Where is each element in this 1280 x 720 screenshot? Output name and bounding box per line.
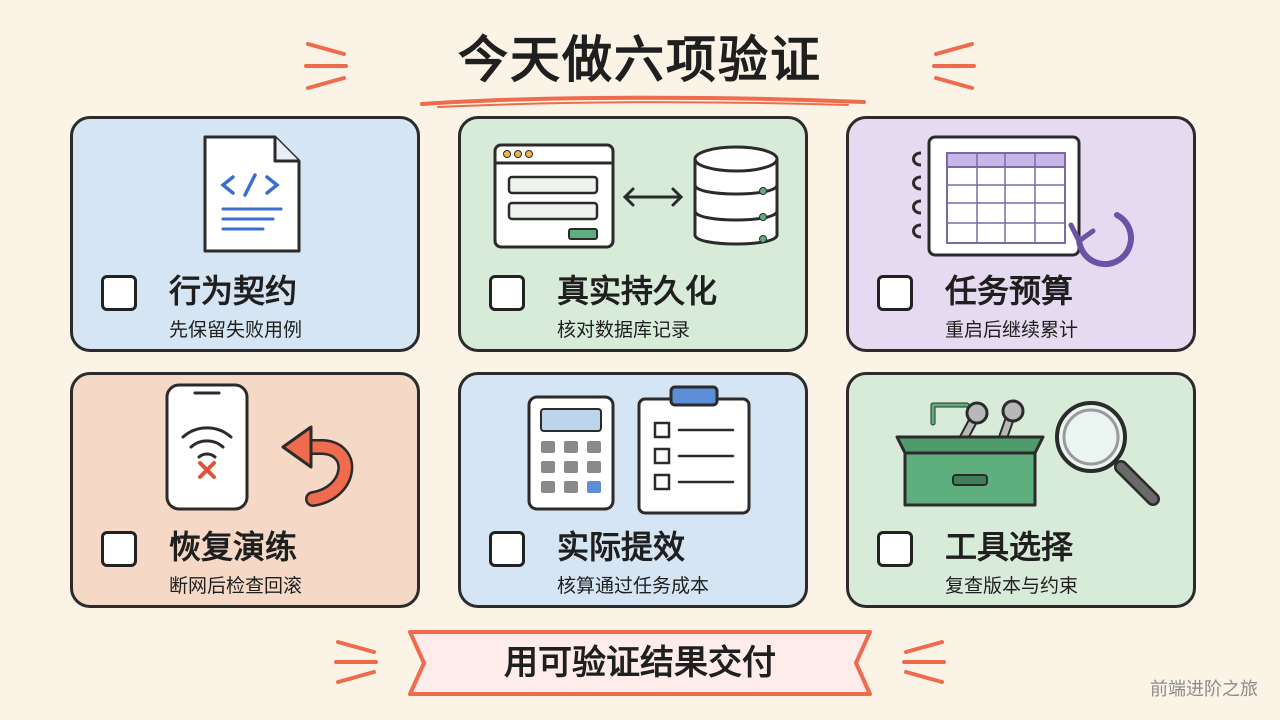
- checkbox-real-persistence[interactable]: [489, 275, 525, 311]
- footer-text: 用可验证结果交付: [504, 643, 776, 683]
- card-title: 行为契约: [169, 272, 298, 310]
- card-tool-selection: 工具选择 复查版本与约束: [846, 372, 1196, 608]
- notebook-table-icon: [912, 135, 1081, 257]
- checkbox-task-budget[interactable]: [877, 275, 913, 311]
- arrows-icon: [622, 187, 684, 207]
- web-window-icon: [493, 143, 615, 249]
- recovery-illustration: [165, 383, 354, 511]
- card-behavior-contract: 行为契约 先保留失败用例: [70, 116, 420, 352]
- card-subtitle: 先保留失败用例: [169, 319, 303, 341]
- efficiency-illustration: [527, 385, 751, 515]
- card-actual-efficiency: 实际提效 核算通过任务成本: [458, 372, 808, 608]
- footer-banner: [408, 630, 872, 696]
- page-title: 今天做六项验证: [458, 31, 822, 89]
- card-subtitle: 复查版本与约束: [945, 575, 1079, 597]
- checkbox-actual-efficiency[interactable]: [489, 531, 525, 567]
- phone-offline-icon: [165, 383, 249, 511]
- spark-right-icon: [932, 42, 976, 90]
- card-title: 实际提效: [557, 528, 686, 566]
- watermark: 前端进阶之旅: [1150, 679, 1258, 700]
- card-subtitle: 重启后继续累计: [945, 319, 1079, 341]
- card-real-persistence: 真实持久化 核对数据库记录: [458, 116, 808, 352]
- persistence-illustration: [493, 143, 779, 249]
- database-icon: [693, 145, 779, 246]
- spark-footer-left-icon: [334, 640, 378, 684]
- spark-left-icon: [304, 42, 348, 90]
- refresh-icon: [1068, 212, 1134, 267]
- checkbox-behavior-contract[interactable]: [101, 275, 137, 311]
- card-subtitle: 核对数据库记录: [557, 319, 691, 341]
- code-file-icon: [203, 135, 301, 253]
- card-title: 恢复演练: [169, 528, 298, 566]
- tools-illustration: [895, 399, 1160, 507]
- card-title: 真实持久化: [557, 272, 718, 310]
- card-task-budget: 任务预算 重启后继续累计: [846, 116, 1196, 352]
- card-subtitle: 核算通过任务成本: [557, 575, 710, 597]
- card-recovery-drill: 恢复演练 断网后检查回滚: [70, 372, 420, 608]
- card-title: 工具选择: [945, 528, 1074, 566]
- budget-illustration: [912, 135, 1134, 267]
- toolbox-icon: [895, 399, 1045, 507]
- undo-arrow-icon: [281, 425, 354, 507]
- checkbox-tool-selection[interactable]: [877, 531, 913, 567]
- spark-footer-right-icon: [902, 640, 946, 684]
- clipboard-checklist-icon: [637, 385, 751, 515]
- calculator-icon: [527, 395, 615, 511]
- magnifier-icon: [1055, 401, 1160, 506]
- title-underline: [420, 95, 866, 108]
- card-subtitle: 断网后检查回滚: [169, 575, 303, 597]
- checkbox-recovery-drill[interactable]: [101, 531, 137, 567]
- card-title: 任务预算: [945, 272, 1074, 310]
